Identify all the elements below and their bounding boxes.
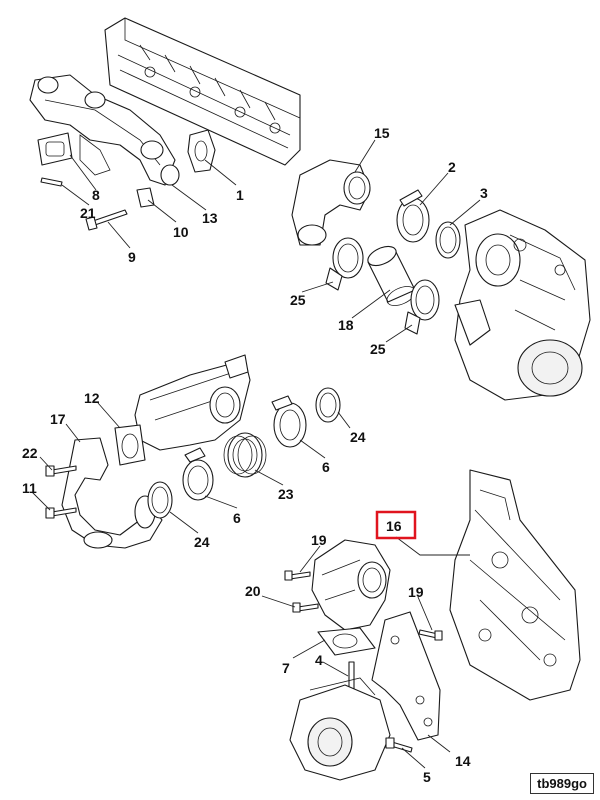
callout-6-lower[interactable]: 6 xyxy=(233,510,241,526)
callout-19-top[interactable]: 19 xyxy=(311,532,327,548)
intake-elbow-15 xyxy=(291,159,371,246)
bracket-14 xyxy=(371,611,441,741)
callout-2[interactable]: 2 xyxy=(448,159,456,175)
callout-25-lower[interactable]: 25 xyxy=(370,341,386,357)
clamp-25-lower xyxy=(404,279,440,335)
callout-9[interactable]: 9 xyxy=(128,249,136,265)
callouts: 1 8 21 13 10 9 15 2 3 25 18 25 12 17 22 … xyxy=(22,125,488,785)
exhaust-manifold xyxy=(29,74,180,186)
bolt-11 xyxy=(45,507,77,519)
callout-3[interactable]: 3 xyxy=(480,185,488,201)
callout-17[interactable]: 17 xyxy=(50,411,66,427)
callout-21[interactable]: 21 xyxy=(80,205,96,221)
callout-4[interactable]: 4 xyxy=(315,652,323,668)
bellows-23 xyxy=(223,432,267,478)
v-band-clamp-2 xyxy=(396,189,430,243)
callout-18[interactable]: 18 xyxy=(338,317,354,333)
bolt-9 xyxy=(85,209,128,231)
bolt-20 xyxy=(292,602,319,613)
callout-5[interactable]: 5 xyxy=(423,769,431,785)
exhaust-elbow-16 xyxy=(311,539,391,631)
spacer-10 xyxy=(136,187,155,208)
callout-12[interactable]: 12 xyxy=(84,390,100,406)
callout-23[interactable]: 23 xyxy=(278,486,294,502)
callout-10[interactable]: 10 xyxy=(173,224,189,240)
bolt-22 xyxy=(45,465,77,477)
gasket-7 xyxy=(317,627,376,656)
callout-25-upper[interactable]: 25 xyxy=(290,292,306,308)
callout-6-upper[interactable]: 6 xyxy=(322,459,330,475)
clamp-6-upper xyxy=(271,395,307,448)
turbo-outlet-housing xyxy=(134,354,251,451)
callout-15[interactable]: 15 xyxy=(374,125,390,141)
callout-16[interactable]: 16 xyxy=(386,518,402,534)
stud-21 xyxy=(40,177,63,187)
hose-18 xyxy=(367,245,416,306)
highlight-box xyxy=(375,510,417,540)
turbo-flange-gasket-8 xyxy=(37,132,73,166)
bolt-19-right xyxy=(418,629,443,641)
stud-4 xyxy=(348,661,355,691)
manifold-gasket-1 xyxy=(187,129,216,173)
callout-24-mid-right[interactable]: 24 xyxy=(350,429,366,445)
callout-24-mid-left[interactable]: 24 xyxy=(194,534,210,550)
callout-19-right[interactable]: 19 xyxy=(408,584,424,600)
callout-22[interactable]: 22 xyxy=(22,445,38,461)
engine-block-rear xyxy=(449,469,581,701)
seal-ring-24-mid-right xyxy=(315,387,341,423)
clamp-6-lower xyxy=(182,447,214,501)
callout-16-highlight: 16 xyxy=(375,510,417,540)
clamp-25-upper xyxy=(325,237,364,291)
callout-20[interactable]: 20 xyxy=(245,583,261,599)
turbine-housing xyxy=(289,677,391,781)
elbow-pipe-17 xyxy=(61,437,163,549)
seal-ring-24-mid-left xyxy=(147,481,173,519)
leader-lines xyxy=(31,139,481,769)
cylinder-head xyxy=(104,17,301,166)
callout-13[interactable]: 13 xyxy=(202,210,218,226)
bolt-5 xyxy=(385,737,413,753)
gasket-12 xyxy=(114,424,146,466)
callout-7[interactable]: 7 xyxy=(282,660,290,676)
callout-14[interactable]: 14 xyxy=(455,753,471,769)
callout-8[interactable]: 8 xyxy=(92,187,100,203)
reference-code: tb989go xyxy=(530,773,594,794)
callout-1[interactable]: 1 xyxy=(236,187,244,203)
turbocharger-assembly xyxy=(454,209,591,401)
callout-11[interactable]: 11 xyxy=(22,480,37,496)
bolt-19-top xyxy=(284,570,311,581)
seal-ring-3 xyxy=(435,221,461,259)
